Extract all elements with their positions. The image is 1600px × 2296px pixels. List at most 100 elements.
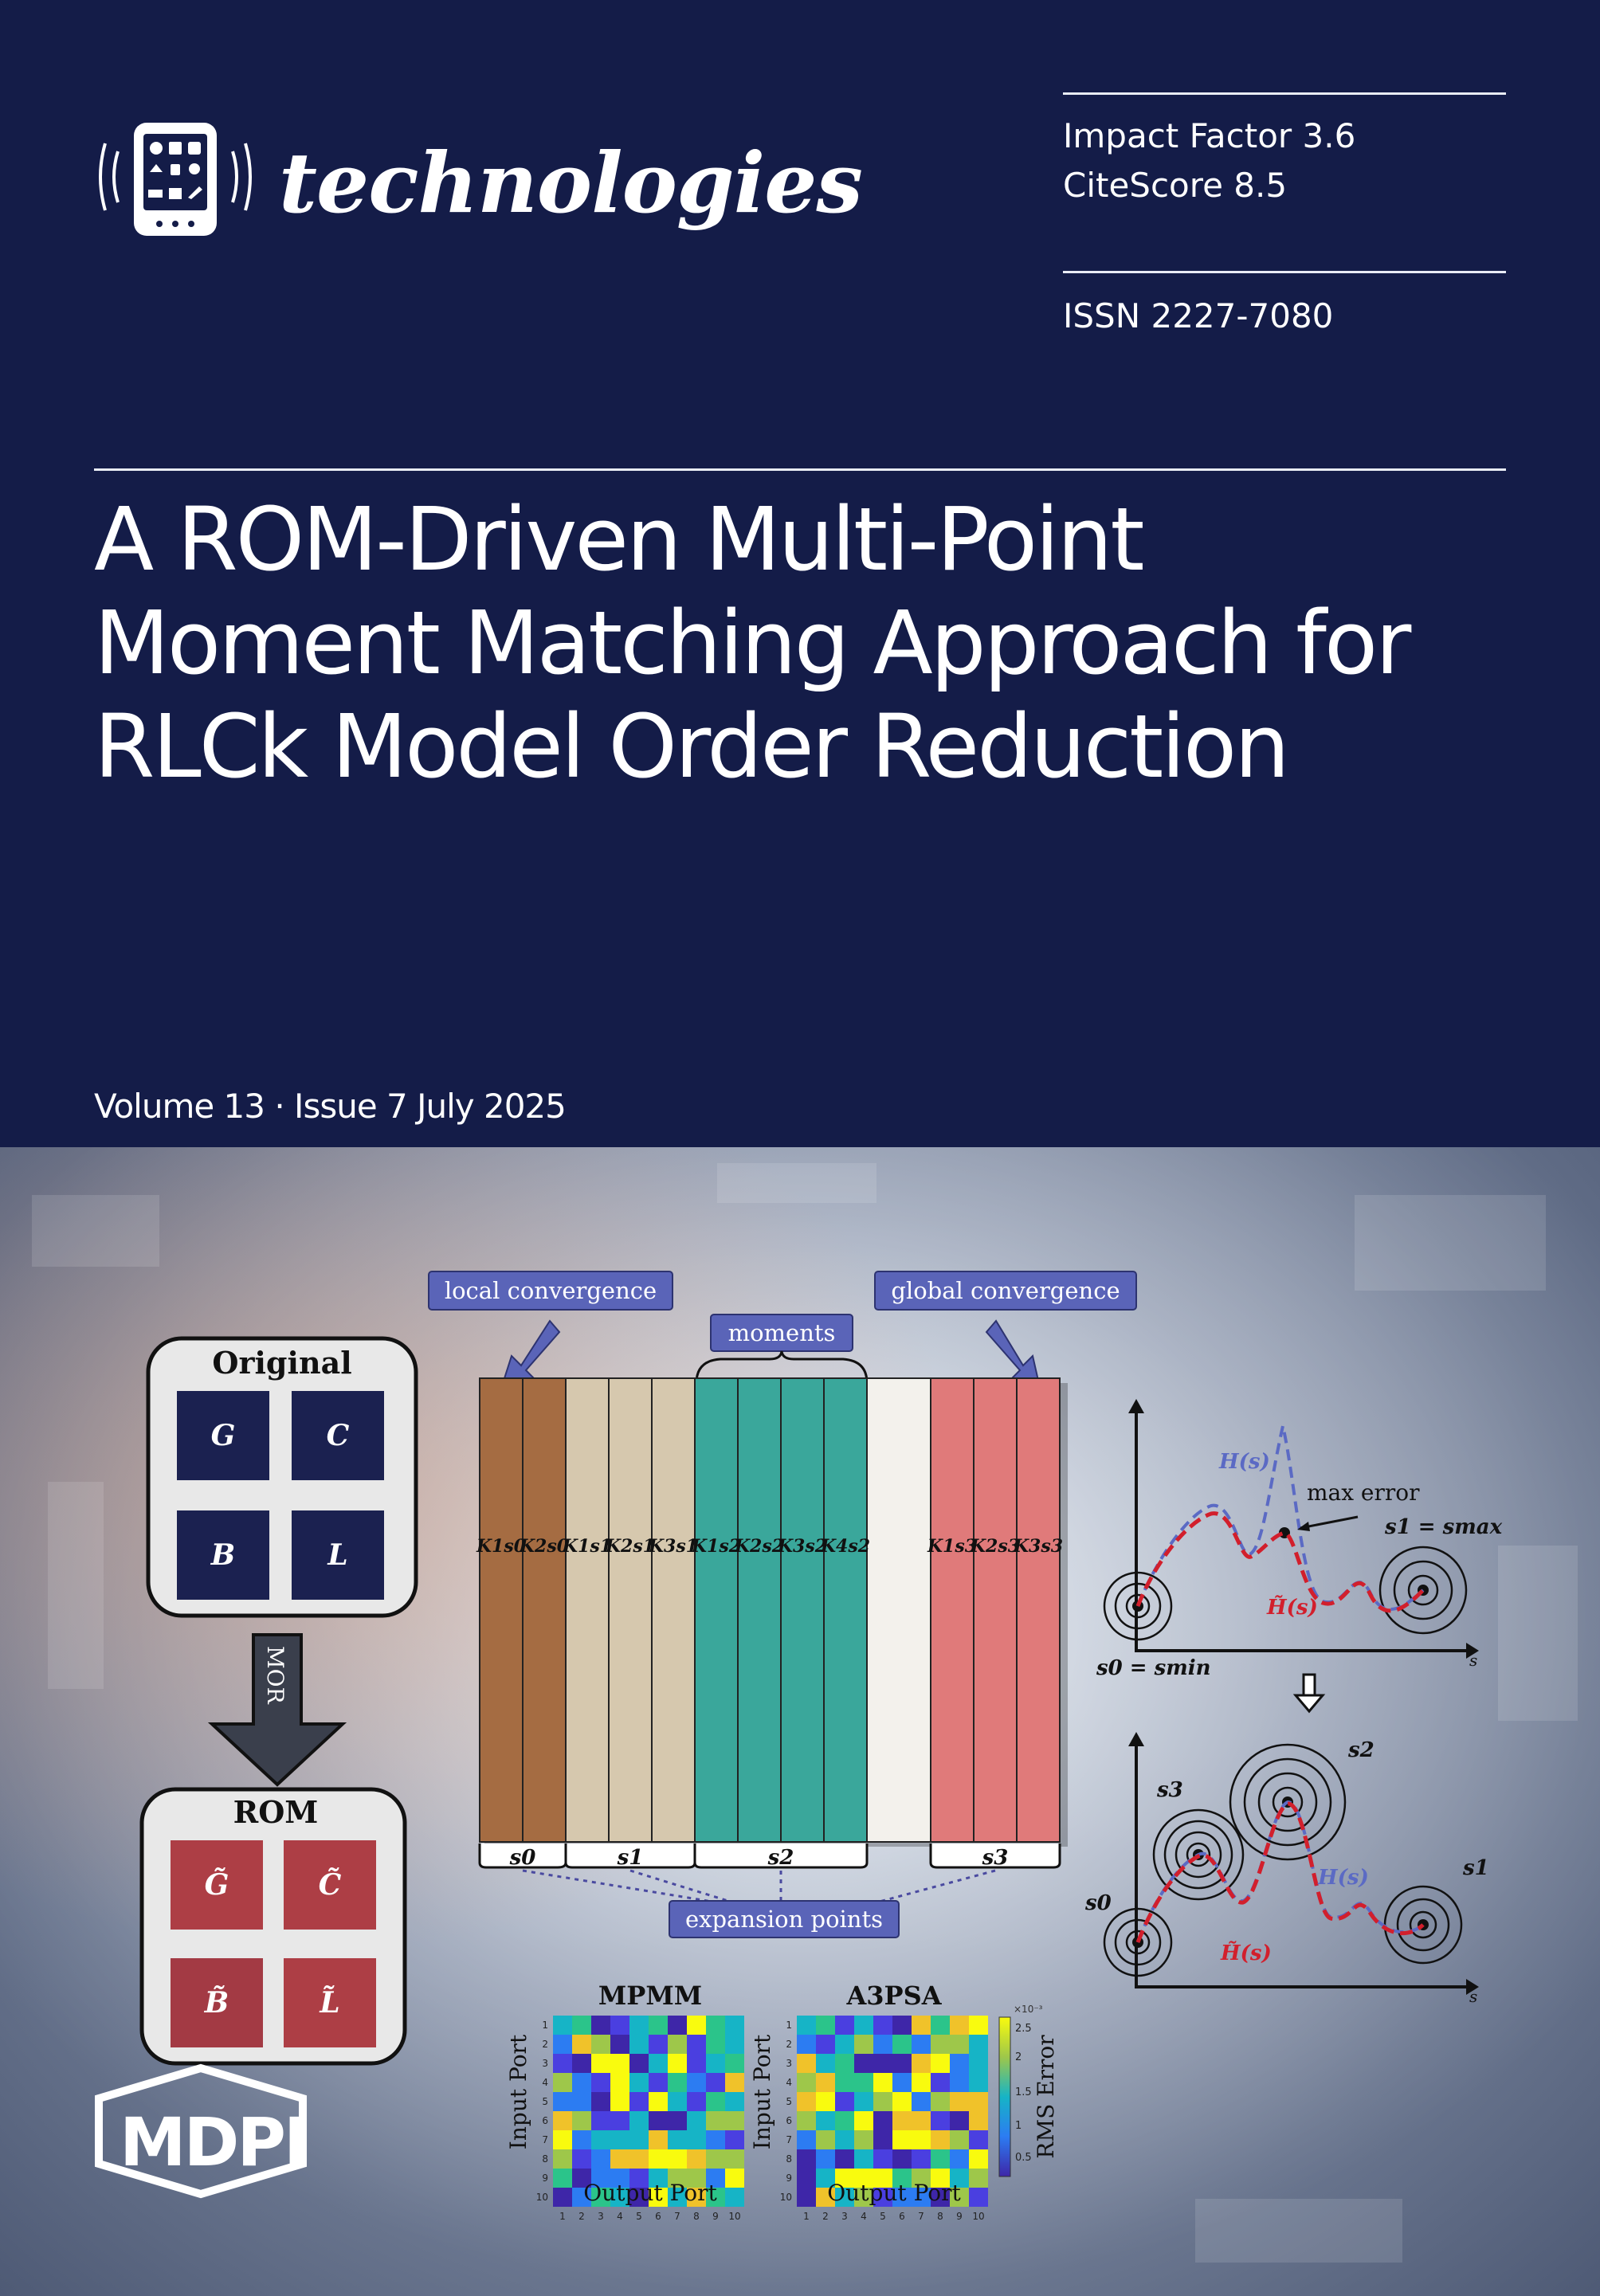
group-s2: s2 <box>767 1846 794 1870</box>
plot2-axis: s <box>1469 1987 1477 2006</box>
issn: ISSN 2227-7080 <box>1063 296 1334 335</box>
svg-text:Output Port: Output Port <box>827 2180 961 2206</box>
plot2-s2: s2 <box>1347 1738 1375 1762</box>
heatmap-cell <box>725 2169 744 2188</box>
heatmap-cell <box>572 2092 591 2111</box>
heatmap-cell <box>873 2035 892 2054</box>
cbar-tick: 1 <box>1015 2120 1022 2132</box>
heatmap-x-tick: 7 <box>918 2211 924 2222</box>
rom-block-l: L̃ <box>319 1986 339 2020</box>
heatmap-cell <box>572 2073 591 2092</box>
group-s1: s1 <box>617 1846 644 1870</box>
heatmap-cell <box>610 2016 629 2035</box>
heatmap-cell <box>892 2092 912 2111</box>
heatmap-cell <box>591 2111 610 2130</box>
heatmap-cell <box>816 2092 835 2111</box>
heatmap-cell <box>706 2169 725 2188</box>
heatmap-cell <box>687 2092 706 2111</box>
heatmap-x-tick: 8 <box>937 2211 943 2222</box>
svg-text:moments: moments <box>728 1319 836 1346</box>
heatmap-cell <box>725 2092 744 2111</box>
heatmap-cell <box>687 2188 706 2207</box>
heatmap-cell <box>649 2188 668 2207</box>
heatmap-cell <box>797 2035 816 2054</box>
col-k1s2: K1s2 <box>691 1536 741 1557</box>
heatmap-x-tick: 4 <box>617 2211 623 2222</box>
heatmap-cell <box>912 2035 931 2054</box>
svg-text:Input Port: Input Port <box>505 2034 531 2149</box>
heatmap-cell <box>591 2073 610 2092</box>
heatmap-cell <box>610 2073 629 2092</box>
heatmap-cell <box>725 2035 744 2054</box>
heatmap-y-tick: 7 <box>542 2134 548 2145</box>
heatmap-cell <box>668 2149 687 2169</box>
heatmap-cell <box>629 2054 649 2073</box>
heatmap-cell <box>572 2188 591 2207</box>
cbar-tick: 2 <box>1015 2051 1022 2063</box>
heatmap-cell <box>591 2188 610 2207</box>
heatmap-cell <box>649 2169 668 2188</box>
col-k1s1: K1s1 <box>562 1536 612 1557</box>
heatmap-cell <box>706 2035 725 2054</box>
heatmap-cell <box>892 2188 912 2207</box>
heatmap-y-tick: 6 <box>542 2115 548 2126</box>
heatmap-cell <box>873 2092 892 2111</box>
heatmap-cell <box>950 2054 969 2073</box>
heatmap-y-tick: 6 <box>786 2115 792 2126</box>
heatmap-cell <box>950 2111 969 2130</box>
heatmap-x-tick: 5 <box>880 2211 886 2222</box>
heatmap-y-tick: 10 <box>780 2192 792 2203</box>
heatmap-cell <box>668 2111 687 2130</box>
heatmap-x-tick: 6 <box>655 2211 661 2222</box>
heatmap-cell <box>553 2054 572 2073</box>
heatmap-cell <box>668 2054 687 2073</box>
heatmap-cell <box>912 2073 931 2092</box>
heatmap-cell <box>649 2073 668 2092</box>
heatmap-cell <box>835 2073 854 2092</box>
heatmap-cell <box>950 2073 969 2092</box>
rom-block-c: C̃ <box>319 1868 342 1902</box>
heatmap-cell <box>629 2092 649 2111</box>
heatmap-cell <box>873 2130 892 2149</box>
heatmap-x-tick: 9 <box>956 2211 963 2222</box>
heatmap-cell <box>629 2169 649 2188</box>
background-circuit <box>32 1163 1578 2263</box>
col-k2s2: K2s2 <box>734 1536 784 1557</box>
heatmap-cell <box>553 2149 572 2169</box>
rule-title <box>94 468 1506 471</box>
heatmap-y-tick: 5 <box>786 2096 792 2107</box>
plot-top: max error H(s) H̃(s) s0 = smin s1 = smax… <box>1096 1399 1503 1680</box>
plot1-axis: s <box>1469 1651 1477 1670</box>
svg-text:Input Port: Input Port <box>749 2034 775 2149</box>
heatmap-cell <box>610 2035 629 2054</box>
plot2-ht: H̃(s) <box>1220 1941 1272 1965</box>
heatmap-cell <box>931 2169 950 2188</box>
heatmap-cell <box>706 2092 725 2111</box>
heatmap-cell <box>931 2188 950 2207</box>
plot1-s0: s0 = smin <box>1096 1656 1211 1680</box>
heatmap-cell <box>706 2149 725 2169</box>
heatmap-y-tick: 9 <box>786 2173 792 2184</box>
heatmap-cell <box>629 2073 649 2092</box>
rom-box: ROM G̃ C̃ B̃ L̃ <box>139 1787 407 2066</box>
max-error-label: max error <box>1307 1479 1420 1506</box>
heatmap-x-tick: 10 <box>972 2211 984 2222</box>
colorbar: ×10⁻³ 2.5 2 1.5 1 0.5 RMS Error <box>998 2004 1059 2177</box>
heatmap-cell <box>931 2111 950 2130</box>
plot1-s1: s1 = smax <box>1384 1515 1503 1539</box>
heatmap-cell <box>649 2035 668 2054</box>
svg-text:A3PSA: A3PSA <box>845 1981 942 2011</box>
heatmap-cell <box>950 2149 969 2169</box>
svg-text:Output Port: Output Port <box>583 2180 717 2206</box>
callout-moments: moments <box>695 1314 869 1384</box>
heatmap-cell <box>591 2054 610 2073</box>
heatmap-cell <box>873 2054 892 2073</box>
heatmap-cell <box>912 2130 931 2149</box>
heatmap-cell <box>912 2188 931 2207</box>
heatmap-cell <box>553 2111 572 2130</box>
heatmap-y-tick: 8 <box>786 2153 792 2165</box>
heatmap-cell <box>572 2016 591 2035</box>
heatmap-y-tick: 3 <box>786 2058 792 2069</box>
heatmap-cell <box>969 2073 988 2092</box>
heatmap-cell <box>854 2130 873 2149</box>
